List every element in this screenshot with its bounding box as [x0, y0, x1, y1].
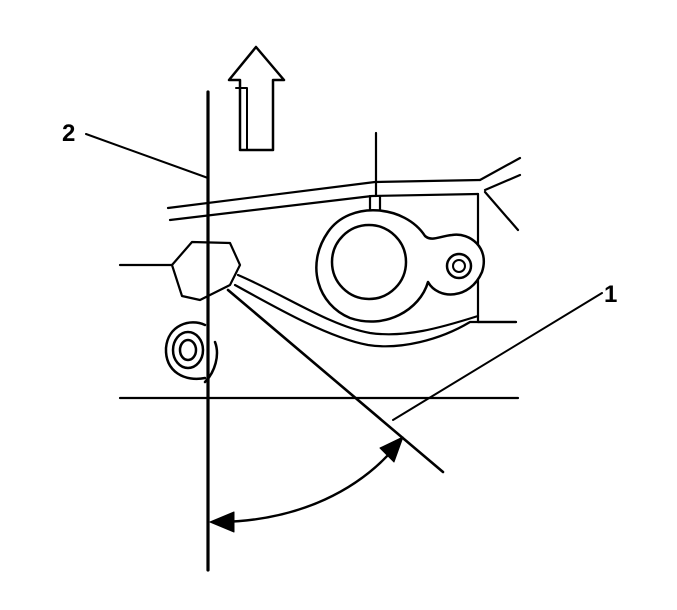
callout-2: 2 — [62, 120, 76, 147]
angled-tool-line — [226, 288, 445, 474]
leader-line-2 — [85, 133, 209, 179]
curved-double-arrow-icon — [209, 436, 404, 533]
web-contour — [233, 273, 518, 348]
housing-outline — [166, 131, 522, 324]
up-arrow-icon — [227, 45, 286, 152]
bracket — [118, 240, 242, 302]
callout-1: 1 — [604, 281, 618, 308]
bore-boss — [315, 209, 485, 323]
leader-line-1 — [392, 292, 603, 421]
